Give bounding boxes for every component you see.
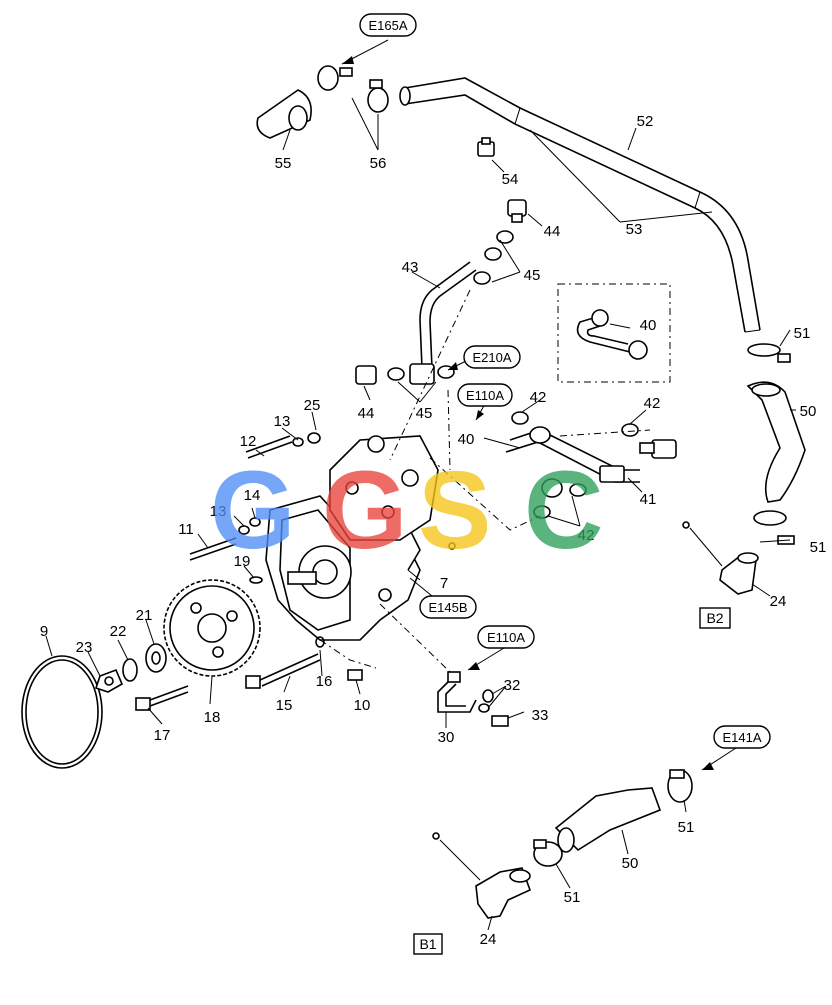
part-number: 54 (502, 171, 519, 188)
part-number: 42 (530, 389, 547, 406)
part-number: 24 (770, 593, 787, 610)
part-number: 44 (544, 223, 561, 240)
part-number: 32 (504, 677, 521, 694)
part-number: 42 (578, 527, 595, 544)
part-number: 50 (622, 855, 639, 872)
part-number: 13 (210, 503, 227, 520)
part-number: 15 (276, 697, 293, 714)
section-code-label: B1 (419, 936, 436, 952)
pipe-43 (419, 261, 477, 369)
part-number: 51 (678, 819, 695, 836)
pump-upper-housing (329, 435, 456, 550)
pump-assembly-7 (265, 495, 421, 641)
clamp-51-b1-bottom (533, 839, 563, 867)
hose-50-b1 (554, 787, 662, 853)
section-code-1: B1 (413, 933, 443, 955)
part-number: 12 (240, 433, 257, 450)
ref-code-label: E141A (722, 730, 761, 745)
ref-code-label: E110A (487, 630, 525, 645)
watermark-letter: G (322, 449, 408, 572)
ref-code-1: E210A (463, 345, 521, 369)
bracket-30 (437, 671, 509, 727)
part-number: 51 (810, 539, 827, 556)
part-number: 53 (626, 221, 643, 238)
ref-code-0: E165A (359, 13, 417, 37)
washers-45-top (473, 230, 514, 285)
clamp-51-lower (753, 510, 795, 545)
part-number: 9 (40, 623, 48, 640)
part-number: 24 (480, 931, 497, 948)
part-number: 16 (316, 673, 333, 690)
section-code-label: B2 (706, 610, 723, 626)
ref-code-label: E210A (472, 350, 511, 365)
part-number-labels: 55 56 52 54 53 44 45 43 40 51 44 45 42 4… (40, 113, 827, 948)
part-number: 43 (402, 259, 419, 276)
part-number: 45 (524, 267, 541, 284)
ref-code-2: E110A (457, 383, 513, 407)
watermark-letter: G (210, 449, 296, 572)
clamp-51-upper (747, 343, 791, 363)
part-number: 25 (304, 397, 321, 414)
part-number: 10 (354, 697, 371, 714)
bolts-15-17 (135, 636, 363, 711)
bolt-41 (639, 439, 677, 459)
part-number: 41 (640, 491, 657, 508)
part-number: 33 (532, 707, 549, 724)
part-number: 30 (438, 729, 455, 746)
gear-18 (163, 579, 261, 677)
part-number: 14 (244, 487, 261, 504)
part-number: 18 (204, 709, 221, 726)
hose-pipe-52 (399, 77, 761, 333)
part-number: 40 (640, 317, 657, 334)
part-number: 51 (794, 325, 811, 342)
clamp-51-b1-top (667, 769, 693, 803)
part-number: 55 (275, 155, 292, 172)
plug-44-top (507, 199, 527, 223)
part-number: 42 (644, 395, 661, 412)
watermark-letter: S (418, 449, 491, 572)
part-number: 40 (458, 431, 475, 448)
part-number: 21 (136, 607, 153, 624)
ref-code-4: E145B (419, 595, 477, 619)
part-number: 44 (358, 405, 375, 422)
part-number: 7 (440, 575, 448, 592)
watermark-logo: G G S C (210, 449, 603, 572)
part-number: 22 (110, 623, 127, 640)
part-number: 51 (564, 889, 581, 906)
hardware-left (189, 432, 321, 584)
elbow-24-right (682, 521, 759, 595)
plug-54 (477, 137, 495, 157)
ref-code-5: E141A (713, 725, 771, 749)
ref-code-label: E110A (466, 388, 504, 403)
part-number: 11 (178, 521, 194, 538)
part-number: 19 (234, 553, 251, 570)
part-number: 56 (370, 155, 387, 172)
pipe-40-inset (557, 283, 671, 383)
ref-code-label: E165A (368, 18, 407, 33)
left-fitting-44-45 (355, 363, 455, 385)
o-ring-9 (21, 655, 103, 769)
part-number: 13 (274, 413, 291, 430)
part-number: 17 (154, 727, 171, 744)
section-code-0: B2 (699, 607, 731, 629)
hose-50-right (746, 381, 806, 503)
watermark-letter: C (524, 449, 603, 572)
washer-set-21-22-23 (94, 643, 167, 693)
leader-lines (45, 97, 796, 931)
elbow-24-b1 (432, 832, 532, 919)
part-number: 50 (800, 403, 817, 420)
part-number: 52 (637, 113, 654, 130)
clamp-56 (317, 65, 389, 113)
pipe-40-lower (505, 426, 640, 498)
ref-code-label: E145B (428, 600, 467, 615)
part-number: 23 (76, 639, 93, 656)
ref-code-3: E110A (477, 625, 535, 649)
hose-end-55 (256, 89, 312, 139)
part-number: 45 (416, 405, 433, 422)
